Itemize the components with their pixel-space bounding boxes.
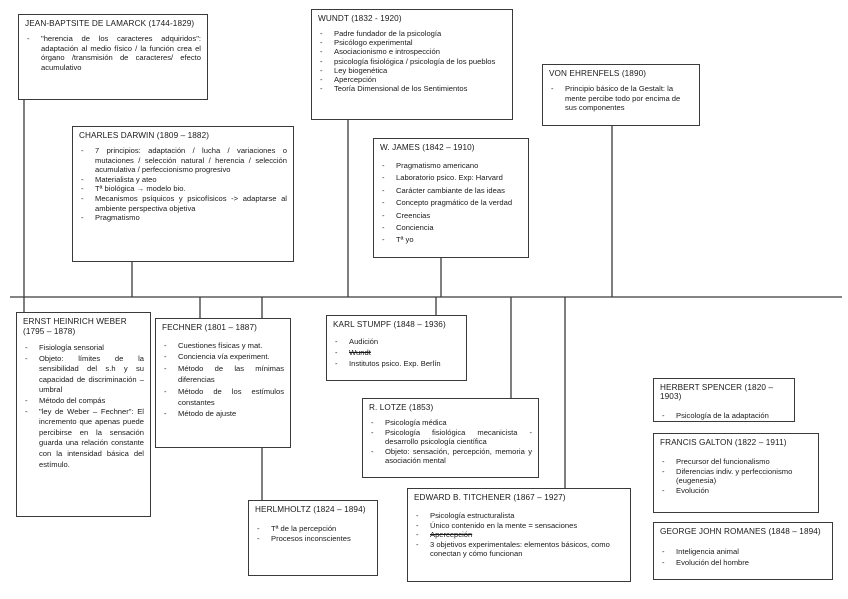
box-title: JEAN-BAPTSITE DE LAMARCK (1744-1829)	[25, 19, 195, 28]
list-item: Psicología médica	[369, 418, 532, 428]
list-item: Teoría Dimensional de los Sentimientos	[318, 84, 506, 93]
list-item: Padre fundador de la psicología	[318, 29, 506, 38]
list-item: "ley de Weber – Fechner": El incremento …	[23, 407, 144, 471]
list-item: Carácter cambiante de las ideas	[380, 185, 522, 198]
box-list: Psicología de la adaptación	[660, 411, 788, 421]
list-item: psicología fisiológica / psicología de l…	[318, 57, 506, 66]
box-title: W. JAMES (1842 – 1910)	[380, 143, 475, 152]
list-item: Apercepción	[318, 75, 506, 84]
list-item: Diferencias indiv. y perfeccionismo (eug…	[660, 467, 812, 486]
list-item: Principio básico de la Gestalt: la mente…	[549, 84, 693, 113]
box-stumpf: KARL STUMPF (1848 – 1936) Audición Wundt…	[326, 315, 467, 381]
box-title: ERNST HEINRICH WEBER (1795 – 1878)	[23, 317, 127, 336]
box-title: HERBERT SPENCER (1820 – 1903)	[660, 383, 774, 401]
list-item: Único contenido en la mente = sensacione…	[414, 521, 624, 531]
box-fechner: FECHNER (1801 – 1887) Cuestiones físicas…	[155, 318, 291, 448]
list-item: Conciencia vía experiment.	[162, 351, 284, 363]
list-item: Tª de la percepción	[255, 524, 371, 534]
list-item: Evolución del hombre	[660, 557, 826, 568]
list-item: Audición	[333, 337, 460, 348]
box-ehrenfels: VON EHRENFELS (1890) Principio básico de…	[542, 64, 700, 126]
box-darwin: CHARLES DARWIN (1809 – 1882) 7 principio…	[72, 126, 294, 262]
list-item: Psicología estructuralista	[414, 511, 624, 521]
list-item: Laboratorio psico. Exp: Harvard	[380, 172, 522, 185]
list-item: 7 principios: adaptación / lucha / varia…	[79, 146, 287, 175]
box-list: Audición Wundt Institutos psico. Exp. Be…	[333, 337, 460, 369]
box-list: Padre fundador de la psicología Psicólog…	[318, 29, 506, 94]
box-title: GEORGE JOHN ROMANES (1848 – 1894)	[660, 527, 821, 536]
list-item: Inteligencia animal	[660, 546, 826, 557]
box-romanes: GEORGE JOHN ROMANES (1848 – 1894) Inteli…	[653, 522, 833, 580]
box-title: EDWARD B. TITCHENER (1867 – 1927)	[414, 493, 566, 502]
box-lotze: R. LOTZE (1853) Psicología médica Psicol…	[362, 398, 539, 478]
box-list: Precursor del funcionalismo Diferencias …	[660, 457, 812, 495]
box-list: Principio básico de la Gestalt: la mente…	[549, 84, 693, 113]
list-item: Institutos psico. Exp. Berlín	[333, 359, 460, 370]
list-item: Psicología fisiológica mecanicista - des…	[369, 428, 532, 447]
list-item: Conciencia	[380, 222, 522, 235]
list-item: Psicólogo experimental	[318, 38, 506, 47]
list-item: Apercepción	[414, 530, 624, 540]
box-title: VON EHRENFELS (1890)	[549, 69, 647, 78]
list-item: Pragmatismo americano	[380, 160, 522, 173]
box-list: Cuestiones físicas y mat. Conciencia vía…	[162, 340, 284, 420]
list-item: Asociacionismo e introspección	[318, 47, 506, 56]
list-item: Procesos inconscientes	[255, 534, 371, 544]
box-titchener: EDWARD B. TITCHENER (1867 – 1927) Psicol…	[407, 488, 631, 582]
box-list: Fisiología sensorial Objeto: límites de …	[23, 343, 144, 470]
list-item: Creencias	[380, 210, 522, 223]
list-item: Objeto: sensación, percepción, memoria y…	[369, 447, 532, 466]
list-item: 3 objetivos experimentales: elementos bá…	[414, 540, 624, 559]
box-list: Pragmatismo americano Laboratorio psico.…	[380, 160, 522, 247]
list-item: Evolución	[660, 486, 812, 496]
box-james: W. JAMES (1842 – 1910) Pragmatismo ameri…	[373, 138, 529, 258]
list-item: Mecanismos psíquicos y psicofísicos -> a…	[79, 194, 287, 213]
list-item: Objeto: límites de la sensibilidad del s…	[23, 354, 144, 396]
box-title: KARL STUMPF (1848 – 1936)	[333, 320, 446, 329]
box-title: R. LOTZE (1853)	[369, 403, 434, 412]
list-item: Precursor del funcionalismo	[660, 457, 812, 467]
box-helmholtz: HERLMHOLTZ (1824 – 1894) Tª de la percep…	[248, 500, 378, 576]
list-item: Tª yo	[380, 234, 522, 247]
list-item: Método del compás	[23, 396, 144, 407]
box-list: "herencia de los caracteres adquiridos":…	[25, 34, 201, 72]
list-item: Fisiología sensorial	[23, 343, 144, 354]
box-list: 7 principios: adaptación / lucha / varia…	[79, 146, 287, 223]
box-list: Psicología estructuralista Único conteni…	[414, 511, 624, 559]
box-title: FRANCIS GALTON (1822 – 1911)	[660, 438, 787, 447]
box-galton: FRANCIS GALTON (1822 – 1911) Precursor d…	[653, 433, 819, 513]
list-item: Método de las mínimas diferencias	[162, 363, 284, 386]
list-item: Ley biogenética	[318, 66, 506, 75]
list-item: Tª biológica → modelo bio.	[79, 184, 287, 194]
box-spencer: HERBERT SPENCER (1820 – 1903) Psicología…	[653, 378, 795, 422]
list-item: Pragmatismo	[79, 213, 287, 223]
list-item: Materialista y ateo	[79, 175, 287, 185]
list-item: Método de los estímulos constantes	[162, 386, 284, 409]
box-title: HERLMHOLTZ (1824 – 1894)	[255, 505, 366, 514]
list-item: "herencia de los caracteres adquiridos":…	[25, 34, 201, 72]
box-lamarck: JEAN-BAPTSITE DE LAMARCK (1744-1829) "he…	[18, 14, 208, 100]
box-weber: ERNST HEINRICH WEBER (1795 – 1878) Fisio…	[16, 312, 151, 517]
list-item: Psicología de la adaptación	[660, 411, 788, 421]
box-title: FECHNER (1801 – 1887)	[162, 323, 257, 332]
box-wundt: WUNDT (1832 - 1920) Padre fundador de la…	[311, 9, 513, 120]
box-title: CHARLES DARWIN (1809 – 1882)	[79, 131, 210, 140]
box-list: Inteligencia animal Evolución del hombre	[660, 546, 826, 568]
list-item: Concepto pragmático de la verdad	[380, 197, 522, 210]
list-item: Método de ajuste	[162, 408, 284, 420]
box-list: Tª de la percepción Procesos inconscient…	[255, 524, 371, 543]
box-title: WUNDT (1832 - 1920)	[318, 14, 402, 23]
list-item: Cuestiones físicas y mat.	[162, 340, 284, 352]
list-item: Wundt	[333, 348, 460, 359]
box-list: Psicología médica Psicología fisiológica…	[369, 418, 532, 466]
